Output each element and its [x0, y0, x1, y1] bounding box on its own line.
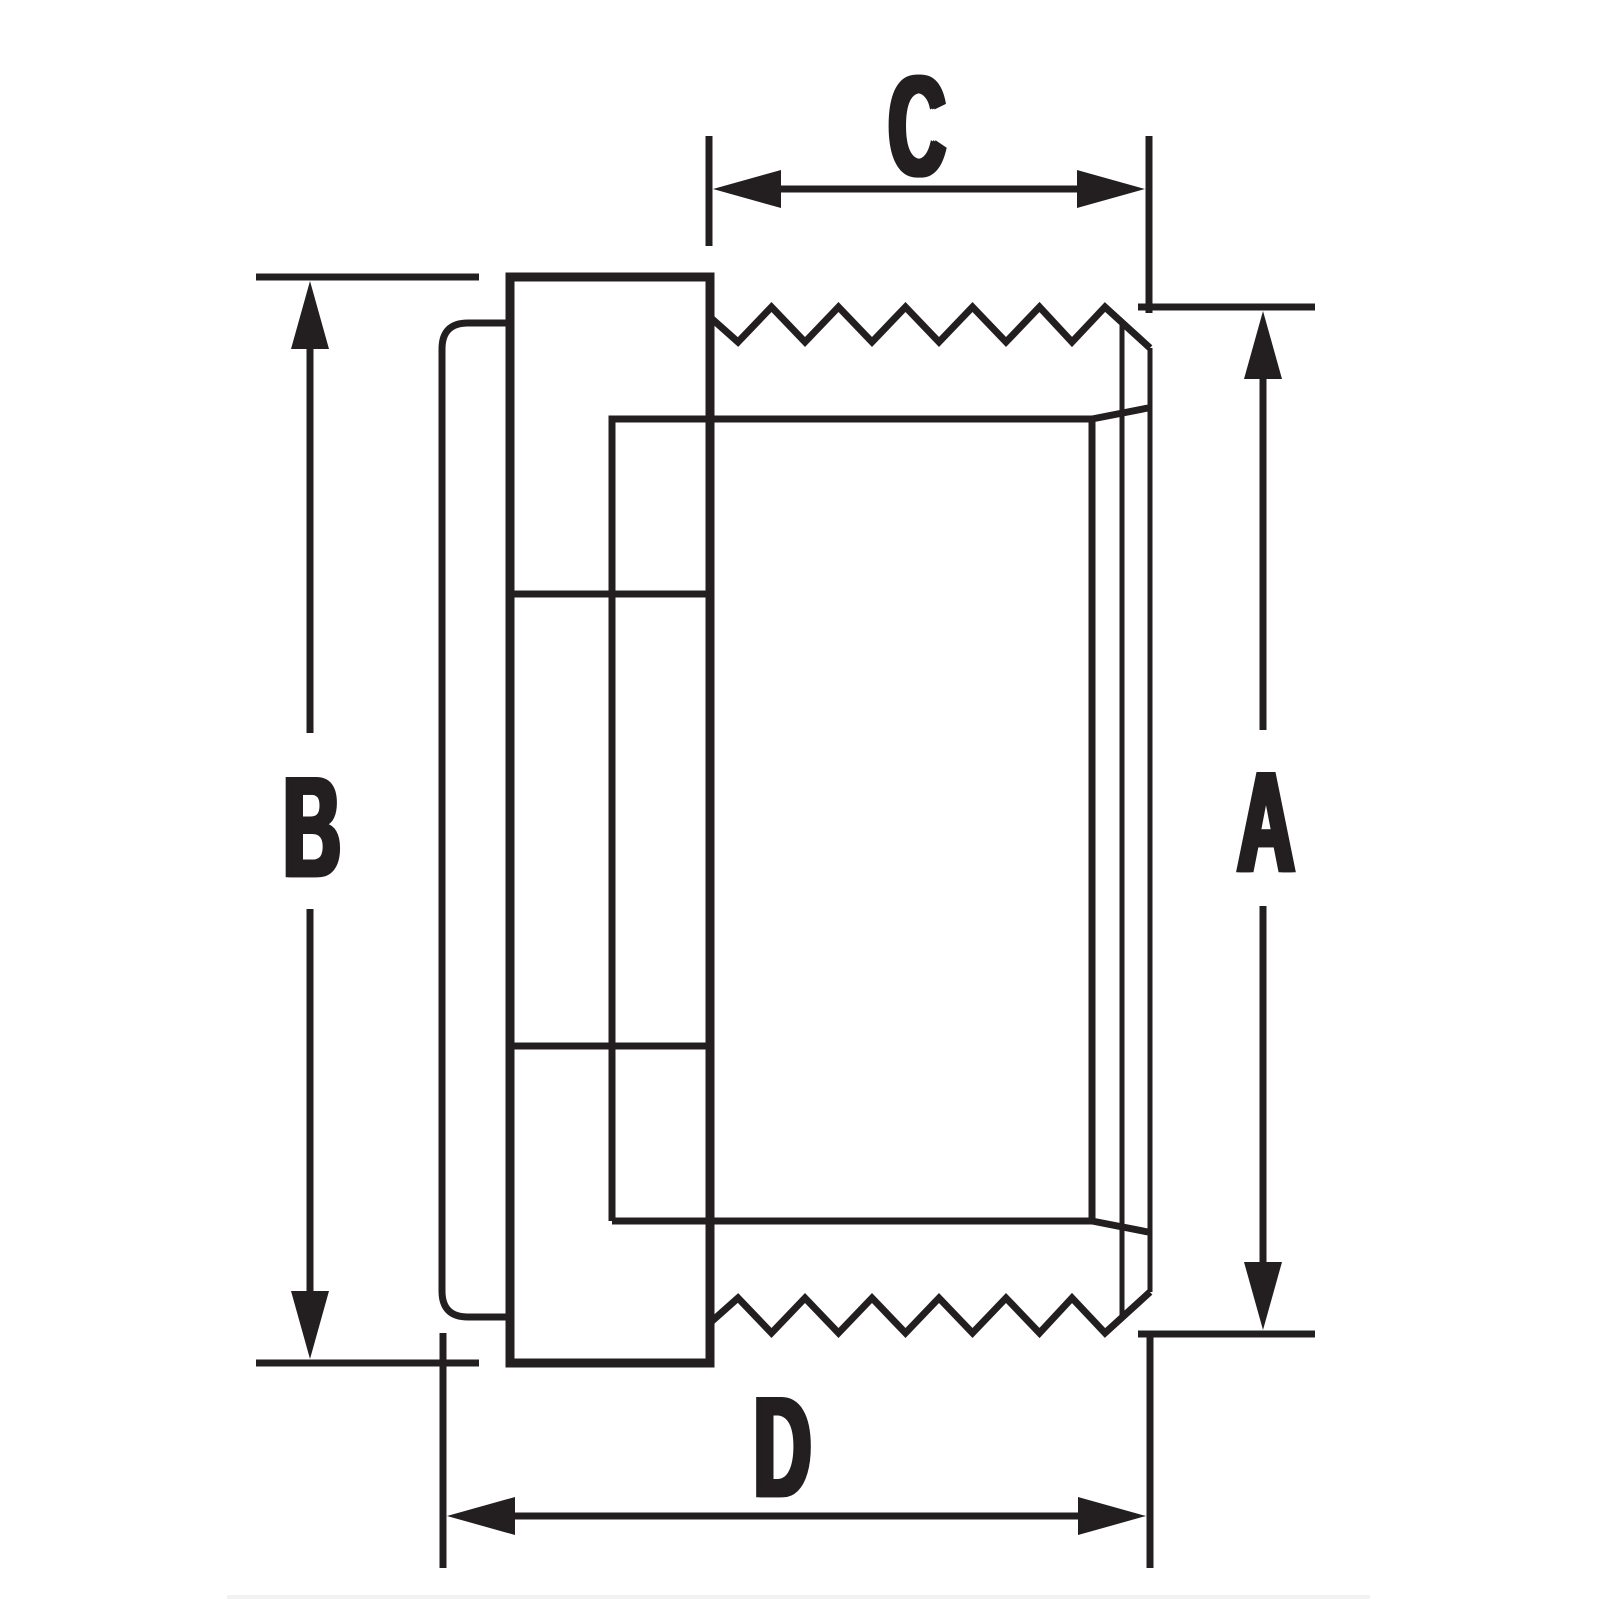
dim-A-arrow-down: [1244, 1262, 1282, 1330]
fitting-outline: [438, 272, 1153, 1368]
dim-D-label-bold-layer-right: [754, 1367, 815, 1529]
dim-D-arrow-right: [1078, 1497, 1146, 1535]
dim-C-label-bold-layer-right: [889, 46, 950, 208]
dim-B-label-group: B: [279, 747, 345, 909]
dim-B-arrow-down: [291, 1291, 329, 1359]
dim-A-arrow-up: [1244, 311, 1282, 379]
dim-C-label-group: C: [884, 46, 950, 208]
dim-A-label-bold-layer-right: [1238, 742, 1299, 904]
dimension-A: A: [1138, 303, 1315, 1338]
washer-outline: [438, 319, 516, 1321]
dim-C-arrow-left: [713, 170, 781, 208]
dim-A-label-group: A: [1233, 742, 1299, 904]
dim-D-arrow-left: [447, 1497, 515, 1535]
dim-B-arrow-up: [291, 281, 329, 349]
thread-zigzag-top: [708, 301, 1153, 351]
dimension-D: D: [439, 1333, 1154, 1568]
dim-D-label-group: D: [750, 1367, 815, 1529]
dim-C-arrow-right: [1077, 170, 1145, 208]
thread-zigzag-bottom: [708, 1289, 1153, 1339]
dim-B-label-bold-layer-right: [284, 747, 345, 909]
dimension-C: C: [705, 46, 1153, 313]
dimension-B: B: [256, 273, 479, 1367]
